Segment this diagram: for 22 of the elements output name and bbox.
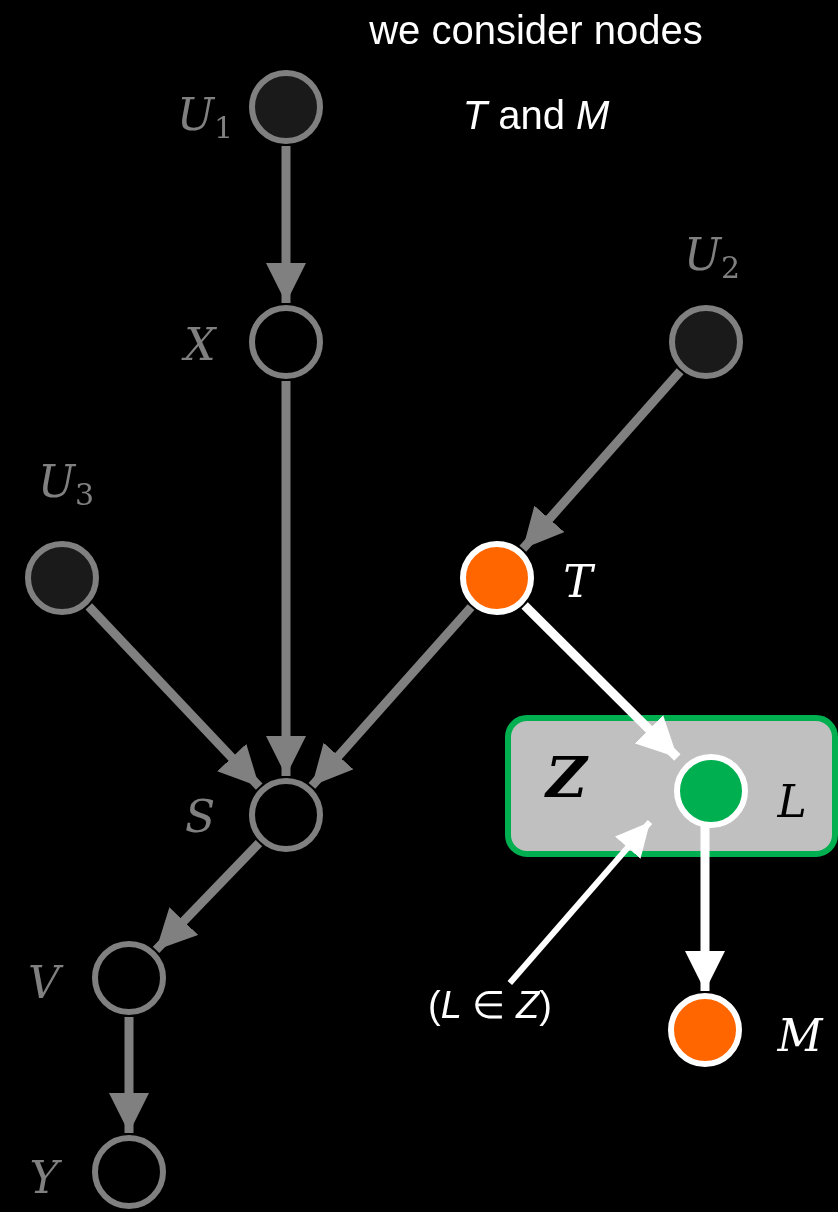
- arrow: [109, 1017, 149, 1133]
- variable-node: [460, 541, 534, 615]
- arrow: [521, 602, 681, 761]
- arrow: [266, 146, 306, 303]
- arrow: [266, 381, 306, 776]
- arrow: [519, 368, 684, 552]
- set-label: Z: [546, 749, 587, 805]
- group-box: [505, 715, 838, 857]
- variable-label: U$_{2}$: [683, 233, 741, 283]
- arrow: [685, 824, 725, 991]
- arrow: [308, 604, 475, 789]
- variable-label: U$_{1}$: [176, 93, 234, 143]
- variable-node: [249, 778, 323, 852]
- arrow: [507, 820, 653, 985]
- arrow: [152, 839, 263, 954]
- annotation-text: (L ∈ Z): [428, 985, 552, 1027]
- variable-label: L: [777, 780, 807, 824]
- arrow: [85, 603, 263, 790]
- variable-label: M: [777, 1014, 823, 1058]
- variable-label: U$_{3}$: [37, 460, 95, 510]
- note-text: we consider nodes T and M: [368, 7, 704, 139]
- variable-label: S: [184, 795, 216, 839]
